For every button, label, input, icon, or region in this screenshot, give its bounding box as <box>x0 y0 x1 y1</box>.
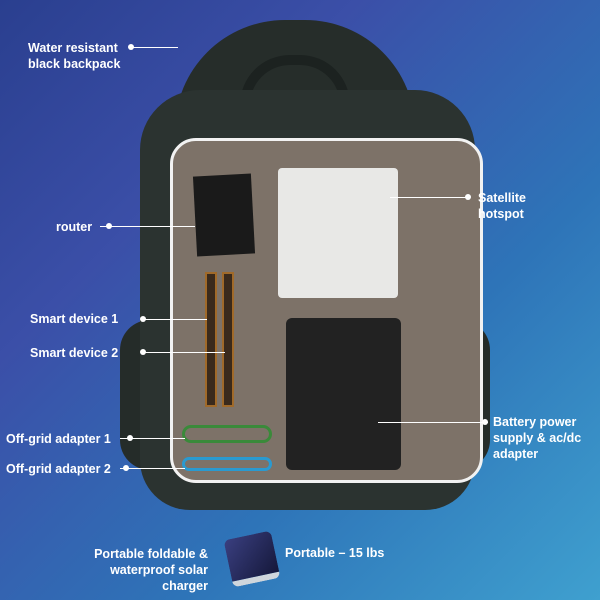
label-text: waterproof solar <box>110 563 208 577</box>
label-weight: Portable – 15 lbs <box>285 546 385 560</box>
solar-charger-icon <box>223 530 281 588</box>
off-grid-adapter-1 <box>182 425 272 443</box>
label-text: charger <box>162 579 208 593</box>
smart-device-1 <box>205 272 217 407</box>
label-smart-device-1: Smart device 1 <box>30 312 119 326</box>
label-solar-charger: Portable foldable & waterproof solar cha… <box>94 546 208 594</box>
label-text: black backpack <box>28 57 121 71</box>
label-router: router <box>56 220 93 234</box>
label-smart-device-2: Smart device 2 <box>30 346 119 360</box>
label-text: Satellite <box>478 191 526 205</box>
label-text: Water resistant <box>28 41 118 55</box>
label-adapter-1: Off-grid adapter 1 <box>6 432 111 446</box>
label-text: supply & ac/dc <box>493 431 582 445</box>
smart-device-2 <box>222 272 234 407</box>
battery-power-supply <box>286 318 401 470</box>
label-text: Battery power <box>493 415 577 429</box>
label-hotspot: Satellite hotspot <box>478 190 526 222</box>
label-backpack: Water resistant black backpack <box>28 40 120 72</box>
off-grid-adapter-2 <box>182 457 272 471</box>
router-device <box>192 173 256 257</box>
satellite-hotspot-device <box>278 168 398 298</box>
label-text: adapter <box>493 447 539 461</box>
label-battery: Battery power supply & ac/dc adapter <box>493 414 581 462</box>
label-text: hotspot <box>478 207 524 221</box>
label-text: Portable foldable & <box>94 547 208 561</box>
label-adapter-2: Off-grid adapter 2 <box>6 462 111 476</box>
